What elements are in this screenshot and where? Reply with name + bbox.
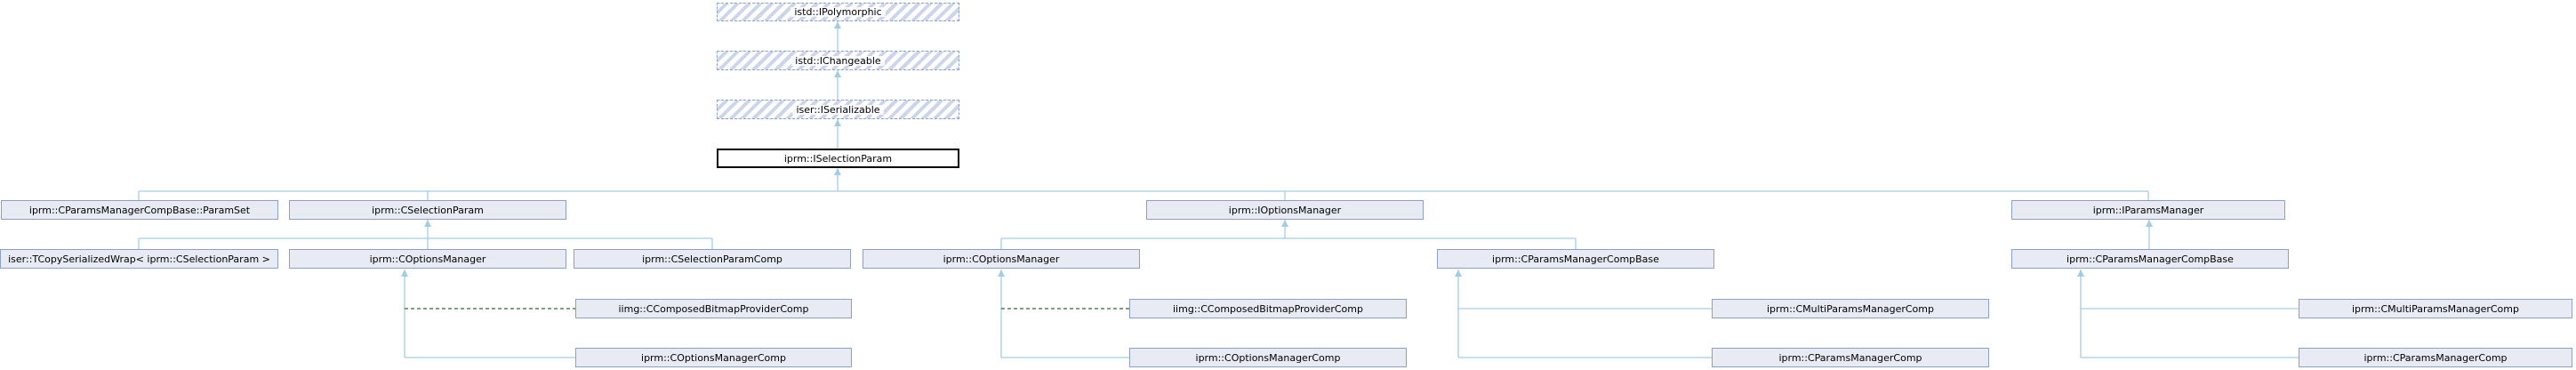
up-arrowhead-icon	[834, 70, 841, 77]
node-iprm-ioptionsmanager[interactable]: iprm::IOptionsManager	[1146, 200, 1424, 220]
class-node-label: iprm::CParamsManagerCompBase	[2066, 253, 2234, 265]
class-node-label: iser::ISerializable	[792, 104, 884, 115]
node-iprm-cmultiparamsmanagercomp-2[interactable]: iprm::CMultiParamsManagerComp	[2299, 299, 2572, 318]
node-iprm-iparamsmanager[interactable]: iprm::IParamsManager	[2011, 200, 2285, 220]
class-node-label: istd::IChangeable	[791, 55, 885, 66]
up-arrowhead-icon	[401, 269, 408, 277]
node-iprm-cparamsmanagercompbase-1[interactable]: iprm::CParamsManagerCompBase	[1437, 249, 1714, 269]
node-iprm-coptionsmanager-1[interactable]: iprm::COptionsManager	[289, 249, 566, 269]
node-iprm-cparamsmanagercomp-1[interactable]: iprm::CParamsManagerComp	[1712, 348, 1989, 367]
class-node-label: iprm::CParamsManagerComp	[2363, 351, 2508, 364]
class-node-label: iprm::COptionsManager	[369, 253, 486, 265]
class-node-label: iimg::CComposedBitmapProviderComp	[618, 302, 809, 315]
node-iprm-cmultiparamsmanagercomp-1[interactable]: iprm::CMultiParamsManagerComp	[1712, 299, 1989, 318]
up-arrowhead-icon	[2146, 220, 2153, 227]
class-node-label: iser::TCopySerializedWrap< iprm::CSelect…	[8, 253, 270, 265]
up-arrowhead-icon	[1281, 220, 1288, 227]
up-arrowhead-icon	[834, 119, 841, 126]
class-node-label: iprm::CSelectionParam	[372, 204, 484, 216]
node-iprm-coptionsmanagercomp-1[interactable]: iprm::COptionsManagerComp	[575, 348, 852, 367]
up-arrowhead-icon	[834, 168, 841, 175]
class-node-label: iprm::CMultiParamsManagerComp	[2352, 302, 2519, 315]
up-arrowhead-icon	[1455, 269, 1462, 277]
node-iprm-iselectionparam[interactable]: iprm::ISelectionParam	[717, 149, 959, 168]
class-node-label: iprm::COptionsManager	[943, 253, 1060, 265]
class-node-label: iprm::COptionsManagerComp	[1195, 351, 1341, 364]
up-arrowhead-icon	[424, 220, 431, 227]
class-node-label: iprm::CParamsManagerCompBase::ParamSet	[28, 204, 251, 216]
class-node-label: iprm::IOptionsManager	[1228, 204, 1342, 216]
class-node-label: iprm::CMultiParamsManagerComp	[1767, 302, 1934, 315]
node-iprm-coptionsmanagercomp-2[interactable]: iprm::COptionsManagerComp	[1129, 348, 1407, 367]
node-iprm-cparamsmanagercompbase-2[interactable]: iprm::CParamsManagerCompBase	[2011, 249, 2289, 269]
node-iser-iserializable[interactable]: iser::ISerializable	[717, 100, 959, 119]
node-iprm-cselectionparam[interactable]: iprm::CSelectionParam	[289, 200, 566, 220]
node-iimg-ccomposedbitmapprovidercomp-2[interactable]: iimg::CComposedBitmapProviderComp	[1129, 299, 1407, 318]
node-iser-tcopyserializedwrap[interactable]: iser::TCopySerializedWrap< iprm::CSelect…	[0, 249, 278, 269]
class-node-label: iprm::CSelectionParamComp	[642, 253, 782, 265]
node-iprm-cparamsmanagercomp-2[interactable]: iprm::CParamsManagerComp	[2299, 348, 2572, 367]
node-iprm-cparamsmanagercompbase-paramset[interactable]: iprm::CParamsManagerCompBase::ParamSet	[1, 200, 278, 220]
class-node-label: iprm::CParamsManagerCompBase	[1492, 253, 1659, 265]
node-istd-ipolymorphic[interactable]: istd::IPolymorphic	[717, 3, 959, 21]
class-node-label: iprm::COptionsManagerComp	[641, 351, 786, 364]
node-istd-ichangeable[interactable]: istd::IChangeable	[717, 51, 959, 70]
node-iprm-coptionsmanager-2[interactable]: iprm::COptionsManager	[863, 249, 1140, 269]
class-node-label: iprm::CParamsManagerComp	[1778, 351, 1922, 364]
class-node-label: iprm::ISelectionParam	[783, 152, 893, 165]
up-arrowhead-icon	[2077, 269, 2084, 277]
node-iimg-ccomposedbitmapprovidercomp-1[interactable]: iimg::CComposedBitmapProviderComp	[575, 299, 852, 318]
class-node-label: iimg::CComposedBitmapProviderComp	[1173, 302, 1363, 315]
class-node-label: iprm::IParamsManager	[2092, 204, 2204, 216]
up-arrowhead-icon	[834, 21, 841, 28]
class-node-label: istd::IPolymorphic	[790, 7, 886, 17]
node-iprm-cselectionparamcomp[interactable]: iprm::CSelectionParamComp	[574, 249, 851, 269]
up-arrowhead-icon	[998, 269, 1005, 277]
